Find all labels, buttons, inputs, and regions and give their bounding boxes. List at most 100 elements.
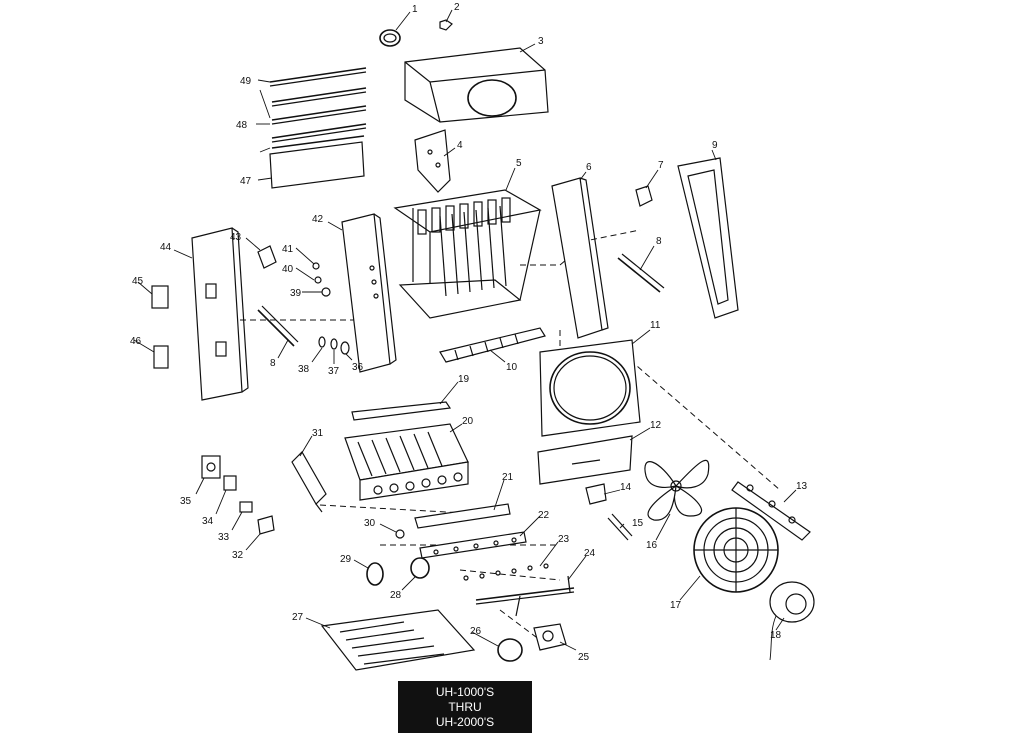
callout-2: 2	[454, 2, 460, 13]
part-35-transformer	[201, 455, 221, 479]
part-22-orifice-bar	[419, 531, 527, 559]
part-16-fan-blade	[644, 459, 710, 521]
callout-10: 10	[506, 362, 518, 373]
part-25-gas-valve	[533, 623, 567, 651]
part-12-panel	[537, 435, 633, 485]
callout-39: 39	[290, 288, 302, 299]
part-49-louver	[269, 67, 367, 87]
part-41-nut	[312, 262, 320, 270]
part-20-burner-assembly	[344, 423, 469, 501]
callout-11: 11	[650, 320, 661, 331]
part-45-plate	[151, 285, 169, 309]
part-5-heat-exchanger	[393, 189, 542, 319]
callout-18: 18	[770, 630, 782, 641]
part-48-louvers	[271, 87, 367, 149]
callout-49: 49	[240, 76, 252, 87]
callout-24: 24	[584, 548, 596, 559]
callout-48: 48	[236, 120, 248, 131]
part-37-ring	[330, 338, 338, 350]
callout-8: 8	[656, 236, 662, 247]
part-31-pilot-bracket	[291, 451, 327, 513]
part-32-clip	[257, 515, 275, 535]
callout-12: 12	[650, 420, 662, 431]
callout-21: 21	[502, 472, 514, 483]
callout-13: 13	[796, 481, 808, 492]
part-39-nut	[321, 287, 331, 297]
callout-23: 23	[558, 534, 570, 545]
callout-7: 7	[658, 160, 664, 171]
callout-41: 41	[282, 244, 294, 255]
part-29-ring	[366, 562, 384, 586]
callout-3: 3	[538, 36, 544, 47]
part-33-block	[239, 501, 253, 513]
part-26-ring	[497, 638, 523, 662]
callout-26: 26	[470, 626, 482, 637]
callout-6: 6	[586, 162, 592, 173]
part-17-fan-guard	[693, 507, 779, 593]
callout-4: 4	[457, 140, 463, 151]
part-42-side-panel	[341, 213, 397, 373]
part-28-ring	[410, 557, 430, 579]
model-title-block: UH-1000'S THRU UH-2000'S	[398, 681, 532, 733]
callout-14: 14	[620, 482, 632, 493]
part-21-bracket-strip	[414, 503, 511, 529]
callout-5: 5	[516, 158, 522, 169]
callout-42: 42	[312, 214, 324, 225]
part-23-orifices	[463, 563, 549, 581]
callout-22: 22	[538, 510, 550, 521]
callout-34: 34	[202, 516, 214, 527]
part-3-hood	[404, 47, 549, 123]
part-27-bottom-panel	[320, 609, 476, 671]
callout-29: 29	[340, 554, 352, 565]
part-6-side-panel	[551, 177, 609, 339]
part-8-bar-left	[257, 305, 299, 347]
callout-9: 9	[712, 140, 718, 151]
callout-35: 35	[180, 496, 192, 507]
callout-38: 38	[298, 364, 310, 375]
part-13-bracket	[731, 481, 811, 541]
callout-28: 28	[390, 590, 402, 601]
part-2-bolt	[439, 19, 453, 31]
model-title-line-2: THRU	[448, 699, 482, 714]
callout-46: 46	[130, 336, 142, 347]
part-14-switch	[585, 483, 607, 505]
callout-45: 45	[132, 276, 144, 287]
callout-31: 31	[312, 428, 324, 439]
part-40-nut	[314, 276, 322, 284]
callout-19: 19	[458, 374, 470, 385]
callout-17: 17	[670, 600, 682, 611]
callout-8-left: 8	[270, 358, 276, 369]
callout-37: 37	[328, 366, 340, 377]
part-34-block	[223, 475, 237, 491]
callout-labels: 1 2 3 4 5 6 7 8 9 10 11 12 13 14 15 16 1…	[130, 2, 808, 663]
callout-15: 15	[632, 518, 644, 529]
callout-20: 20	[462, 416, 474, 427]
callout-36: 36	[352, 362, 364, 373]
part-4-bracket	[414, 129, 451, 193]
callout-30: 30	[364, 518, 376, 529]
callout-27: 27	[292, 612, 304, 623]
part-18-motor	[769, 581, 815, 661]
part-47-panel	[269, 141, 365, 189]
callout-1: 1	[412, 4, 418, 15]
callout-47: 47	[240, 176, 252, 187]
callout-40: 40	[282, 264, 294, 275]
callout-32: 32	[232, 550, 244, 561]
callout-43: 43	[230, 232, 242, 243]
part-15-clip	[607, 513, 633, 541]
part-1-ring	[379, 29, 401, 47]
part-43-bracket	[257, 245, 277, 269]
part-38-ring	[318, 336, 326, 348]
part-7-clip	[635, 185, 653, 207]
callout-33: 33	[218, 532, 230, 543]
part-19-rail	[351, 401, 452, 421]
part-44-front-door	[191, 227, 249, 401]
callout-25: 25	[578, 652, 590, 663]
part-10-manifold	[439, 327, 546, 363]
part-8-bar-right	[617, 253, 665, 293]
callout-44: 44	[160, 242, 172, 253]
part-46-plate	[153, 345, 169, 369]
part-30-fitting	[395, 529, 405, 539]
